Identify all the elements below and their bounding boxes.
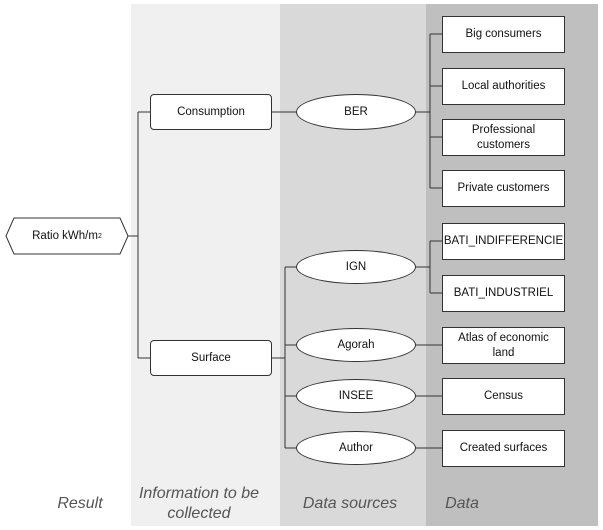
result-hexagon (5, 217, 129, 255)
surface-box: Surface (150, 340, 272, 376)
ratio-superscript: 2 (97, 232, 102, 240)
sources-column-label: Data sources (302, 495, 398, 512)
local-authorities-box: Local authorities (442, 68, 565, 105)
info-column-background (131, 4, 280, 526)
author-source: Author (296, 431, 416, 465)
ber-source: BER (296, 94, 416, 130)
created-surfaces-box: Created surfaces (442, 430, 565, 467)
census-box: Census (442, 378, 565, 415)
data-column-label: Data (445, 495, 479, 512)
professional-customers-box: Professional customers (442, 119, 565, 156)
agorah-source: Agorah (296, 328, 416, 362)
insee-source: INSEE (296, 379, 416, 413)
bati-indifferencie-box: BATI_INDIFFERENCIE (442, 223, 565, 260)
consumption-box: Consumption (150, 94, 272, 130)
ratio-text: Ratio kWh/m (32, 230, 98, 242)
big-consumers-box: Big consumers (442, 16, 565, 53)
private-customers-box: Private customers (442, 170, 565, 207)
info-column-label: Information to be collected (138, 485, 260, 522)
result-column-label: Result (57, 495, 103, 512)
bati-industriel-box: BATI_INDUSTRIEL (442, 275, 565, 312)
ign-source: IGN (296, 250, 416, 284)
atlas-economic-land-box: Atlas of economic land (442, 327, 565, 364)
